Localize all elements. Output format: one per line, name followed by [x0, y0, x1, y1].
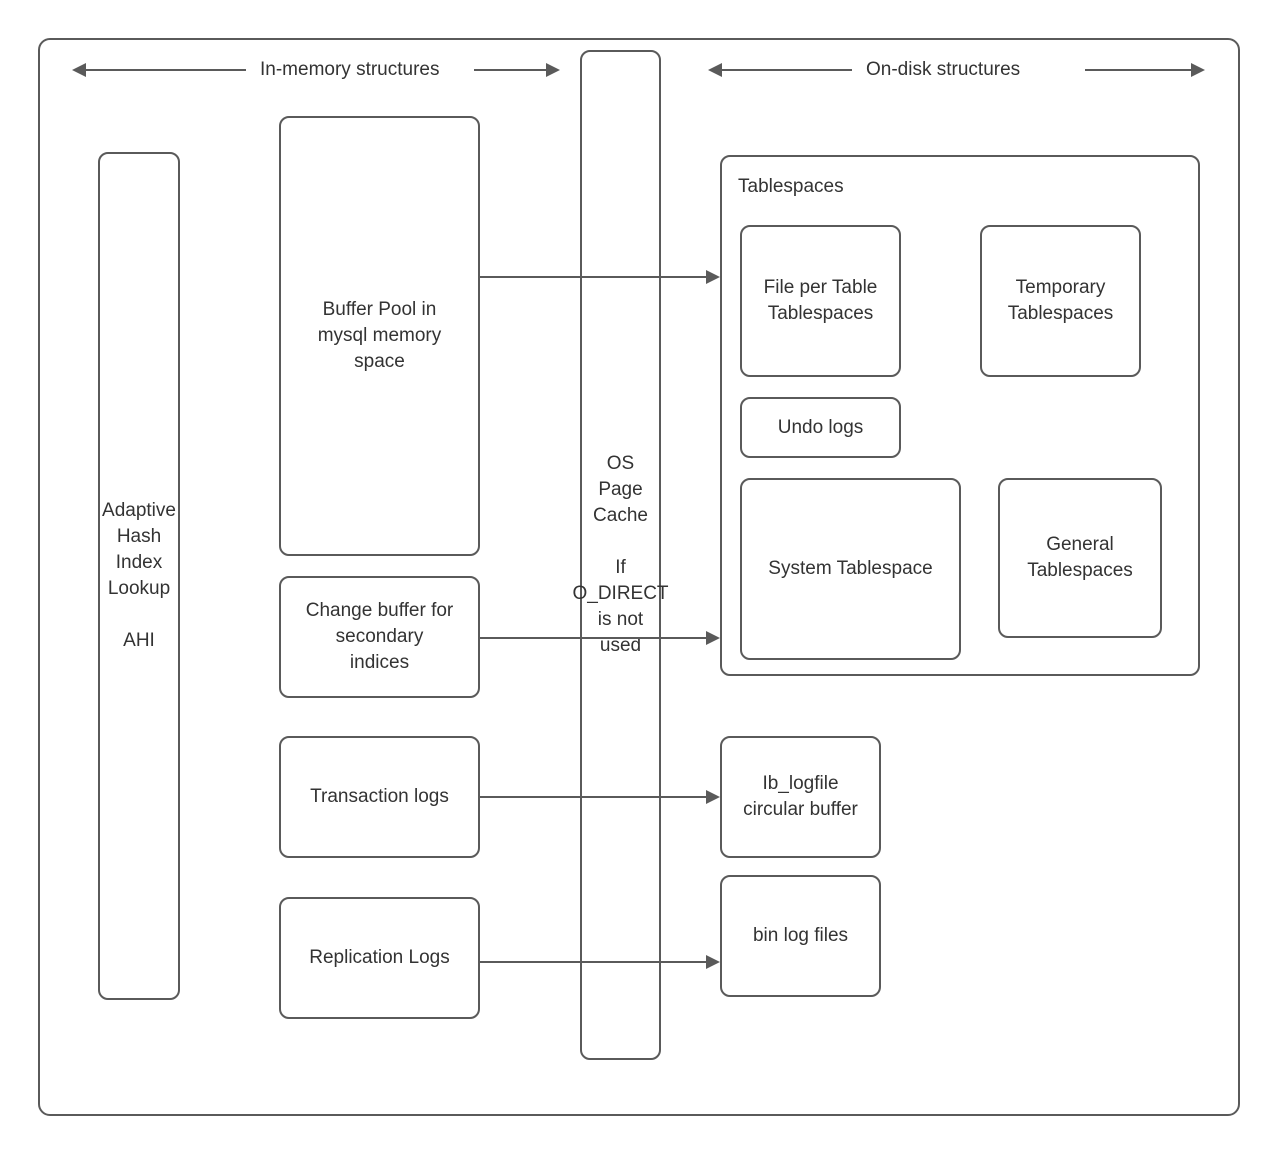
in-memory-arrow-left-line: [86, 69, 246, 71]
arrow-transaction-logs-to-ib-logfile-head: [706, 790, 720, 804]
tablespaces-group-title: Tablespaces: [738, 176, 844, 197]
arrow-replication-logs-to-bin-log-head: [706, 955, 720, 969]
tablespaces-group[interactable]: [720, 155, 1200, 676]
in-memory-header-label: In-memory structures: [260, 59, 440, 80]
os-page-cache-box[interactable]: OS Page Cache If O_DIRECT is not used: [572, 50, 669, 1060]
general-tablespaces-box[interactable]: General Tablespaces: [998, 478, 1162, 638]
arrow-replication-logs-to-bin-log-line: [480, 961, 706, 963]
adaptive-hash-index-label: Adaptive Hash Index Lookup AHI: [102, 500, 176, 651]
replication-logs-box[interactable]: Replication Logs: [279, 897, 480, 1019]
buffer-pool-box[interactable]: Buffer Pool in mysql memory space: [279, 116, 480, 556]
arrow-change-buffer-to-tablespaces-line: [480, 637, 706, 639]
in-memory-header: In-memory structures: [246, 58, 453, 82]
arrow-buffer-pool-to-tablespaces-head: [706, 270, 720, 284]
arrow-transaction-logs-to-ib-logfile-line: [480, 796, 706, 798]
arrow-change-buffer-to-tablespaces-head: [706, 631, 720, 645]
temporary-tablespaces-box[interactable]: Temporary Tablespaces: [980, 225, 1141, 377]
file-per-table-tablespaces-box[interactable]: File per Table Tablespaces: [740, 225, 901, 377]
on-disk-arrow-left-line: [722, 69, 852, 71]
on-disk-arrow-right-line: [1085, 69, 1191, 71]
on-disk-arrow-left-head: [708, 63, 722, 77]
on-disk-header-label: On-disk structures: [866, 59, 1021, 80]
adaptive-hash-index-box[interactable]: Adaptive Hash Index Lookup AHI: [98, 152, 180, 1000]
in-memory-arrow-right-head: [546, 63, 560, 77]
arrow-buffer-pool-to-tablespaces-line: [480, 276, 706, 278]
on-disk-arrow-right-head: [1191, 63, 1205, 77]
bin-log-files-box[interactable]: bin log files: [720, 875, 881, 997]
undo-logs-box[interactable]: Undo logs: [740, 397, 901, 458]
system-tablespace-box[interactable]: System Tablespace: [740, 478, 961, 660]
os-page-cache-label: OS Page Cache If O_DIRECT is not used: [572, 453, 669, 656]
outer-frame: [38, 38, 1240, 1116]
in-memory-arrow-right-line: [474, 69, 546, 71]
change-buffer-box[interactable]: Change buffer for secondary indices: [279, 576, 480, 698]
ib-logfile-box[interactable]: Ib_logfile circular buffer: [720, 736, 881, 858]
in-memory-arrow-left-head: [72, 63, 86, 77]
on-disk-header: On-disk structures: [852, 58, 1034, 82]
transaction-logs-box[interactable]: Transaction logs: [279, 736, 480, 858]
